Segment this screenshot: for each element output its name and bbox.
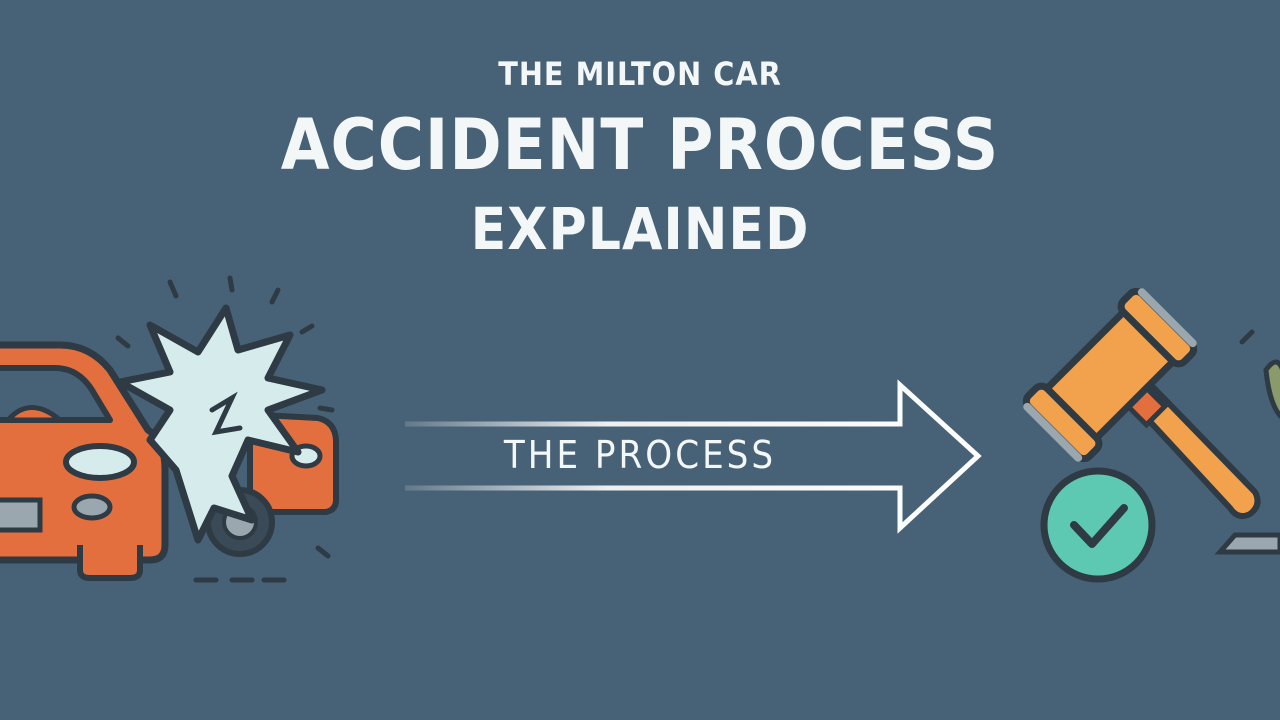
car-crash-icon: [0, 275, 339, 583]
gavel-icon: [1022, 287, 1280, 555]
title-line-3: EXPLAINED: [470, 195, 810, 263]
check-badge-icon: [1040, 467, 1156, 583]
crash-dashes: [115, 275, 335, 583]
process-arrow: [405, 379, 982, 534]
arrow-label: THE PROCESS: [503, 433, 777, 477]
rear-car: [205, 412, 339, 557]
title-line-2: ACCIDENT PROCESS: [280, 104, 1000, 186]
title-line-1: THE MILTON CAR: [498, 55, 782, 93]
